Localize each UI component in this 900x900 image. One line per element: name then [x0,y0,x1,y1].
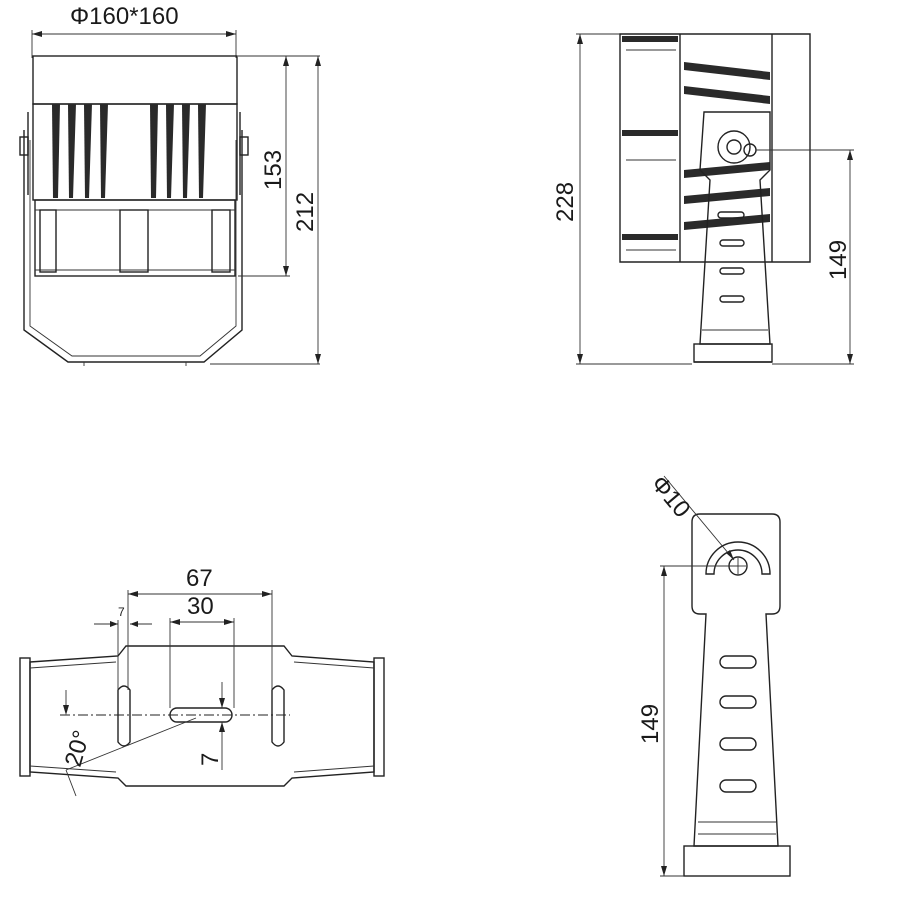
bracket-outer-span-label: 67 [186,565,213,592]
bracket-slot-width-label: 7 [197,753,224,766]
front-width-label: Φ160*160 [70,3,179,30]
side-pivot-height-label: 149 [825,240,852,280]
hole-diameter-label: Φ10 [645,471,695,523]
side-view: 228 149 [552,33,854,365]
bracket-front-view: Φ10 149 [637,471,791,877]
bracket-angle-label: 20° [60,727,96,769]
bracket-offset-label: 7 [118,605,125,619]
front-height-body-label: 153 [260,150,287,190]
side-fins [684,62,770,230]
side-height-total-label: 228 [552,182,579,222]
bracket-top-view: 67 30 7 7 20° [19,565,385,797]
bracket-slot-length-label: 30 [187,593,214,620]
bracket-pivot-height-label: 149 [637,704,664,744]
front-view: Φ160*160 [19,3,321,366]
front-height-total-label: 212 [292,192,319,232]
front-fins [52,104,206,198]
